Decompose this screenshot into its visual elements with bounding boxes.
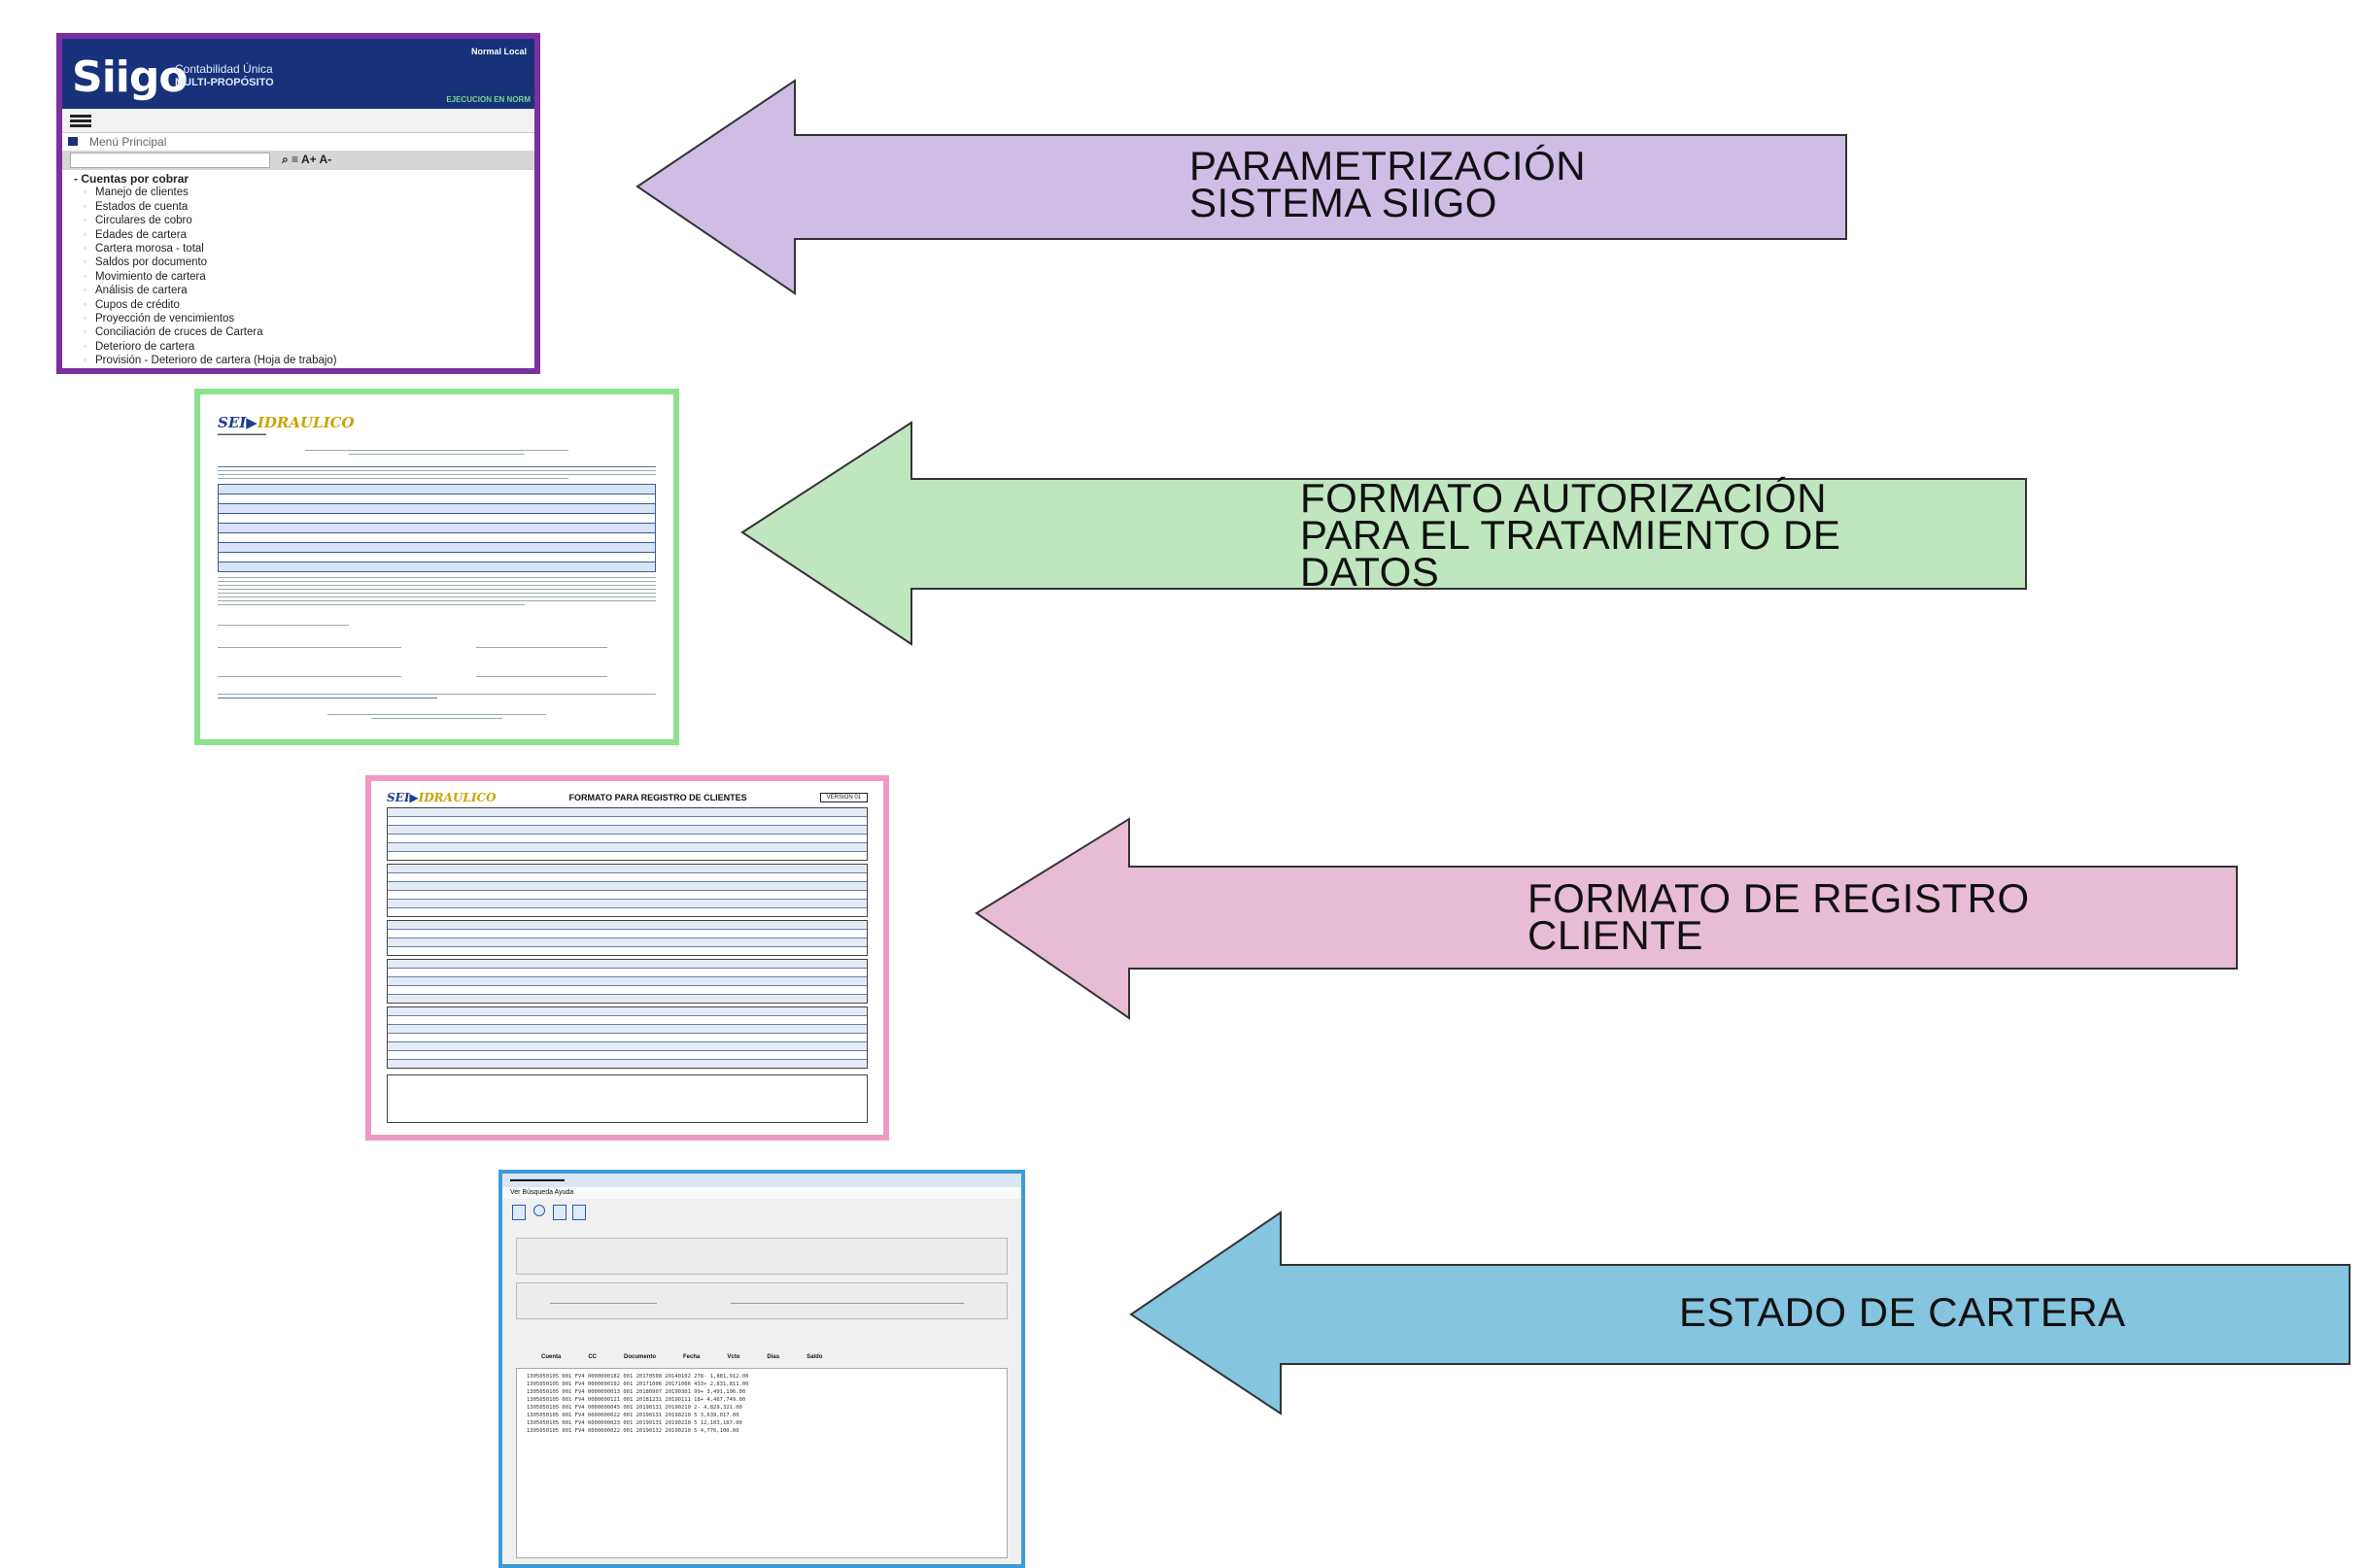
toolbar-icon[interactable]: [553, 1205, 566, 1220]
tree-item[interactable]: Saldos por documento: [74, 256, 534, 270]
arrow-4: [1129, 1210, 2351, 1415]
grid-header: Cuenta CC Documento Fecha Vcto Días Saldo: [541, 1354, 822, 1360]
form-section: [387, 1006, 868, 1069]
tree-item[interactable]: Cupos de crédito: [74, 298, 534, 313]
brand-subtitle: ▬▬▬▬▬▬▬▬▬▬: [218, 431, 266, 437]
tree-root[interactable]: - Cuentas por cobrar: [74, 172, 189, 186]
siigo-logo: Siigo: [72, 52, 189, 102]
form-section: [387, 807, 868, 861]
filter-panel: [516, 1282, 1008, 1319]
siigo-search-bar: ⌕ ≡ A+ A-: [62, 151, 534, 170]
siigo-mode: Normal Local: [470, 47, 527, 56]
brand-logo: SEI▶IDRAULICO: [387, 791, 497, 804]
siigo-menu-breadcrumb: Menú Principal: [62, 133, 534, 151]
brand-logo: SEI▶IDRAULICO: [218, 414, 355, 431]
tree-item[interactable]: Circulares de cobro: [74, 214, 534, 228]
siigo-toolbar: [62, 109, 534, 133]
tree-item[interactable]: Provisión - Deterioro de cartera (Hoja d…: [74, 354, 534, 368]
tree-item[interactable]: Edades de cartera: [74, 228, 534, 243]
client-registration-form-thumbnail: SEI▶IDRAULICO FORMATO PARA REGISTRO DE C…: [365, 775, 889, 1141]
form-section: [387, 864, 868, 917]
search-icon[interactable]: [533, 1205, 545, 1216]
window-titlebar: ▬▬▬▬▬▬▬▬: [502, 1174, 1021, 1187]
arrow-label-parametrizacion: PARAMETRIZACIÓN SISTEMA SIIGO: [1189, 143, 1587, 225]
tree-item[interactable]: Manejo de clientes: [74, 186, 534, 200]
form-section: [387, 920, 868, 956]
home-icon[interactable]: [68, 137, 78, 146]
registration-header: SEI▶IDRAULICO FORMATO PARA REGISTRO DE C…: [387, 791, 868, 804]
siigo-search-input[interactable]: [70, 153, 270, 168]
registration-title: FORMATO PARA REGISTRO DE CLIENTES: [568, 793, 747, 802]
tree-item[interactable]: Movimiento de cartera: [74, 270, 534, 285]
siigo-menu-tree: - Cuentas por cobrar Manejo de clientesE…: [62, 170, 534, 368]
form-section: [387, 959, 868, 1004]
grid-column-header[interactable]: Vcto: [727, 1354, 740, 1360]
arrow-2: [740, 421, 2027, 646]
arrow-label-registro: FORMATO DE REGISTRO CLIENTE: [1527, 875, 2030, 958]
tree-item[interactable]: Estados de cuenta: [74, 200, 534, 215]
arrow-label-cartera: ESTADO DE CARTERA: [1679, 1289, 2126, 1335]
observations-box: [387, 1074, 868, 1123]
tree-item[interactable]: Cartera morosa - total: [74, 242, 534, 256]
tree-item[interactable]: Análisis de cartera: [74, 284, 534, 298]
toolbar-icon[interactable]: [572, 1205, 586, 1220]
estado-cartera-window-thumbnail: ▬▬▬▬▬▬▬▬ Ver Búsqueda Ayuda Cuenta CC Docu…: [498, 1170, 1025, 1568]
grid-column-header[interactable]: Días: [767, 1354, 780, 1360]
siigo-header: Siigo Contabilidad Única MULTI-PROPÓSITO…: [62, 39, 534, 109]
tree-item[interactable]: Deterioro de cartera: [74, 340, 534, 355]
version-badge: VERSION 01: [819, 793, 868, 802]
options-panel: [516, 1238, 1008, 1275]
siigo-logo-subtitle: Contabilidad Única MULTI-PROPÓSITO: [175, 62, 274, 88]
hamburger-menu-icon[interactable]: [70, 115, 91, 118]
arrow-label-autorizacion: FORMATO AUTORIZACIÓN PARA EL TRATAMIENTO…: [1300, 475, 1841, 595]
cartera-grid: 1305050105 001 FV4 0000000182 001 201705…: [516, 1368, 1008, 1558]
tree-item[interactable]: Proyección de vencimientos: [74, 312, 534, 326]
toolbar-icon[interactable]: [512, 1205, 526, 1220]
siigo-font-controls[interactable]: ⌕ ≡ A+ A-: [282, 153, 332, 166]
data-table: [218, 484, 656, 572]
window-toolbar: [502, 1199, 1021, 1224]
siigo-screenshot: Siigo Contabilidad Única MULTI-PROPÓSITO…: [56, 33, 540, 374]
arrow-3: [975, 817, 2238, 1020]
window-menubar: Ver Búsqueda Ayuda: [502, 1187, 1021, 1199]
siigo-exec-status: EJECUCION EN NORM: [446, 95, 531, 104]
grid-column-header[interactable]: Documento: [624, 1354, 657, 1360]
authorization-form-thumbnail: SEI▶IDRAULICO ▬▬▬▬▬▬▬▬▬▬: [194, 389, 679, 745]
arrow-1: [635, 79, 1847, 295]
grid-column-header[interactable]: Cuenta: [541, 1354, 562, 1360]
tree-item[interactable]: Conciliación de cruces de Cartera: [74, 325, 534, 340]
grid-column-header[interactable]: Fecha: [683, 1354, 701, 1360]
grid-column-header[interactable]: CC: [588, 1354, 598, 1360]
grid-column-header[interactable]: Saldo: [806, 1354, 823, 1360]
